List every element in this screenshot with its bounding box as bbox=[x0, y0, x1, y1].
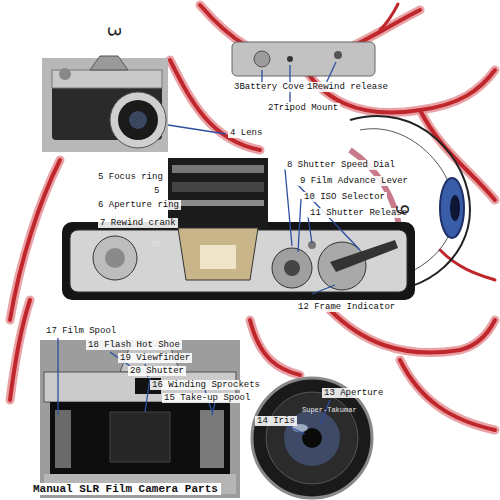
part-label: 12 Frame Indicator bbox=[296, 302, 397, 312]
part-label: 19 Viewfinder bbox=[118, 353, 192, 363]
part-label: 3Battery Cover bbox=[232, 82, 312, 92]
part-label: 16 Winding Sprockets bbox=[150, 380, 262, 390]
callout-number: 5 bbox=[152, 186, 161, 196]
part-label: 15 Take-up Spool bbox=[162, 393, 252, 403]
camera-front-photo bbox=[42, 56, 168, 152]
bottom-plate-photo bbox=[232, 42, 375, 76]
camera-top-photo bbox=[62, 158, 415, 300]
brand-mark: SP bbox=[150, 240, 162, 248]
part-label: 20 Shutter bbox=[128, 366, 186, 376]
part-label: 10 ISO Selector bbox=[302, 192, 387, 202]
callout-number: 9 bbox=[392, 202, 412, 217]
part-label: 13 Aperture bbox=[322, 388, 385, 398]
part-label: 2Tripod Mount bbox=[266, 103, 340, 113]
part-label: 6 Aperture ring bbox=[96, 200, 181, 210]
part-label: 9 Film Advance Lever bbox=[298, 176, 410, 186]
callout-number: 3 bbox=[104, 24, 124, 39]
camera-back-photo bbox=[40, 340, 240, 498]
part-label: 5 Focus ring bbox=[96, 172, 165, 182]
caption: Manual SLR Film Camera Parts bbox=[30, 483, 221, 495]
part-label: 14 Iris bbox=[255, 416, 297, 426]
leader-lines bbox=[58, 62, 360, 434]
part-label: 8 Shutter Speed Dial bbox=[285, 160, 397, 170]
brand-mark: Super-Takumar bbox=[300, 406, 359, 414]
part-label: 17 Film Spool bbox=[44, 326, 118, 336]
part-label: 4 Lens bbox=[228, 128, 264, 138]
part-label: 7 Rewind crank bbox=[98, 218, 178, 228]
part-label: 1Rewind release bbox=[305, 82, 390, 92]
part-label: 18 Flash Hot Shoe bbox=[86, 340, 182, 350]
